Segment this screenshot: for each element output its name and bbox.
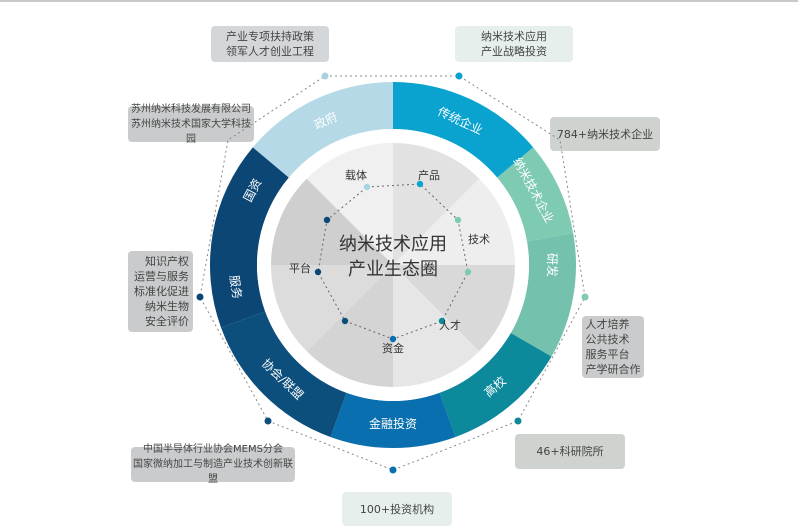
pie-slice xyxy=(271,178,393,265)
inner-dot xyxy=(363,183,371,191)
box-suzhou-nano: 苏州纳米科技发展有限公司 苏州纳米技术国家大学科技园 xyxy=(128,104,254,145)
pie-slice xyxy=(306,143,393,265)
box-talent: 人才培养 公共技术 服务平台 产学研合作 xyxy=(582,316,644,378)
inner-dot xyxy=(438,317,446,325)
pie-slice xyxy=(271,265,393,352)
inner-label: 载体 xyxy=(345,168,367,182)
ring-label: 研发 xyxy=(545,253,560,277)
node-dot xyxy=(514,417,522,425)
outer-dotted-polygon xyxy=(196,72,589,474)
pie-slice xyxy=(306,265,393,387)
node-dot xyxy=(389,466,397,474)
ring-segment xyxy=(439,333,552,437)
outer-ring xyxy=(210,82,576,448)
node-dot xyxy=(581,293,589,301)
box-784-enterprises: 784+纳米技术企业 xyxy=(550,117,660,151)
node-dot xyxy=(321,72,329,80)
ring-segment xyxy=(393,82,534,178)
center-title: 纳米技术应用 xyxy=(339,234,447,255)
ring-label: 服务 xyxy=(227,274,245,300)
ring-segment xyxy=(252,82,393,178)
ring-segment xyxy=(510,233,576,357)
inner-label: 人才 xyxy=(439,318,461,332)
ring-segment xyxy=(221,311,347,437)
ring-label: 金融投资 xyxy=(369,416,417,431)
box-investment: 纳米技术应用 产业战略投资 xyxy=(455,26,573,62)
ring-segment xyxy=(210,147,289,328)
ring-segment xyxy=(497,147,574,242)
pie-slice xyxy=(393,265,480,387)
inner-label: 技术 xyxy=(468,233,490,246)
inner-dotted-polygon xyxy=(314,180,472,343)
box-46-institutes: 46+科研院所 xyxy=(515,434,625,469)
ring-segment xyxy=(330,392,456,448)
inner-dot xyxy=(323,216,331,224)
inner-dot xyxy=(454,216,462,224)
inner-dot xyxy=(314,268,322,276)
inner-dot xyxy=(416,180,424,188)
inner-dot xyxy=(464,268,472,276)
box-mems: 中国半导体行业协会MEMS分会 国家微纳加工与制造产业技术创新联盟 xyxy=(131,444,295,485)
inner-label: 平台 xyxy=(289,261,311,275)
pie-slice xyxy=(393,143,480,265)
box-policy: 产业专项扶持政策 领军人才创业工程 xyxy=(211,26,329,62)
pie-slice xyxy=(393,265,515,352)
pie-slice xyxy=(393,178,515,265)
node-dot xyxy=(455,72,463,80)
inner-label: 资金 xyxy=(382,341,404,355)
box-100-investors: 100+投资机构 xyxy=(342,492,452,526)
inner-label: 产品 xyxy=(418,168,440,182)
inner-dot xyxy=(341,317,349,325)
inner-dot xyxy=(389,335,397,343)
inner-pie xyxy=(257,129,529,401)
box-ip-services: 知识产权 运营与服务 标准化促进 纳米生物 安全评价 xyxy=(128,251,193,332)
node-dot xyxy=(196,293,204,301)
node-dot xyxy=(264,417,272,425)
center-subtitle: 产业生态圈 xyxy=(348,259,438,280)
